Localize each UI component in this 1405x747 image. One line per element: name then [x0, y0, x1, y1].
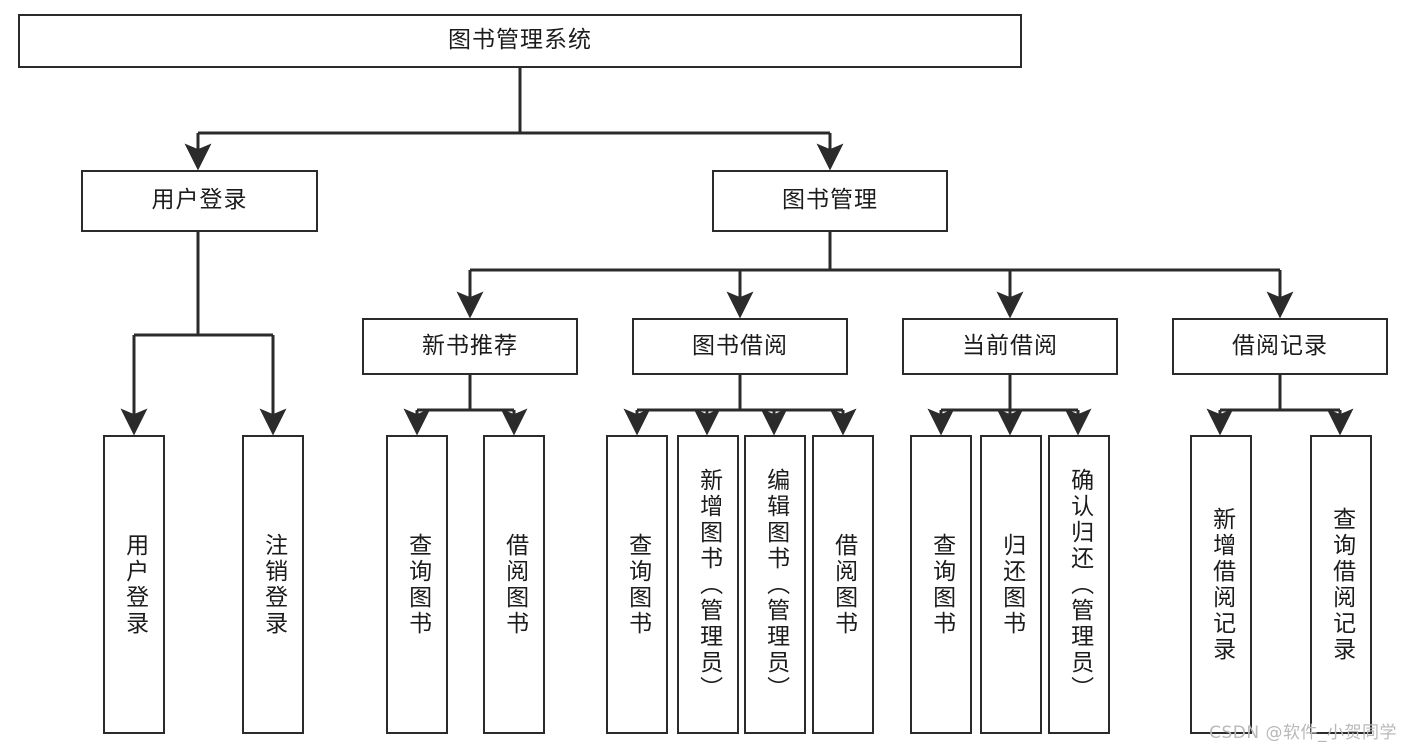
- node-leaf-borrow-book-2-label: 借阅图书: [830, 532, 857, 637]
- node-leaf-return-book-label: 归还图书: [998, 532, 1025, 637]
- node-leaf-query-borrow-record-label: 查询借阅记录: [1328, 506, 1355, 663]
- node-current-borrow-label: 当前借阅: [962, 332, 1058, 359]
- node-leaf-user-login-label: 用户登录: [121, 532, 148, 637]
- node-leaf-borrow-book-2[interactable]: 借阅图书: [812, 435, 874, 734]
- node-borrow-record-label: 借阅记录: [1232, 332, 1328, 359]
- node-leaf-add-borrow-record-label: 新增借阅记录: [1208, 506, 1235, 663]
- node-borrow-record[interactable]: 借阅记录: [1172, 318, 1388, 375]
- node-book-manage-label: 图书管理: [782, 187, 878, 214]
- node-leaf-user-login[interactable]: 用户登录: [103, 435, 165, 734]
- node-leaf-borrow-book-1-label: 借阅图书: [501, 532, 528, 637]
- node-root[interactable]: 图书管理系统: [18, 14, 1022, 68]
- node-leaf-user-logout[interactable]: 注销登录: [242, 435, 304, 734]
- node-leaf-query-borrow-record[interactable]: 查询借阅记录: [1310, 435, 1372, 734]
- node-leaf-query-book-1[interactable]: 查询图书: [386, 435, 448, 734]
- node-leaf-query-book-2[interactable]: 查询图书: [606, 435, 668, 734]
- node-new-book-recommend-label: 新书推荐: [422, 332, 518, 359]
- node-leaf-query-book-2-label: 查询图书: [624, 532, 651, 637]
- node-book-borrow[interactable]: 图书借阅: [632, 318, 848, 375]
- node-leaf-add-book-admin[interactable]: 新增图书（管理员）: [677, 435, 739, 734]
- node-leaf-confirm-return-admin-label: 确认归还（管理员）: [1066, 467, 1093, 702]
- node-leaf-query-book-1-label: 查询图书: [404, 532, 431, 637]
- node-leaf-confirm-return-admin[interactable]: 确认归还（管理员）: [1048, 435, 1110, 734]
- node-user-login[interactable]: 用户登录: [81, 170, 318, 232]
- node-book-borrow-label: 图书借阅: [692, 332, 788, 359]
- node-leaf-return-book[interactable]: 归还图书: [980, 435, 1042, 734]
- node-leaf-edit-book-admin[interactable]: 编辑图书（管理员）: [744, 435, 806, 734]
- node-user-login-label: 用户登录: [151, 187, 248, 214]
- node-new-book-recommend[interactable]: 新书推荐: [362, 318, 578, 375]
- node-leaf-add-borrow-record[interactable]: 新增借阅记录: [1190, 435, 1252, 734]
- node-leaf-borrow-book-1[interactable]: 借阅图书: [483, 435, 545, 734]
- node-leaf-edit-book-admin-label: 编辑图书（管理员）: [762, 467, 789, 702]
- node-leaf-query-book-3[interactable]: 查询图书: [910, 435, 972, 734]
- node-leaf-add-book-admin-label: 新增图书（管理员）: [695, 467, 722, 702]
- csdn-watermark: CSDN @软件_小贺同学: [1209, 723, 1397, 743]
- node-book-manage[interactable]: 图书管理: [712, 170, 948, 232]
- node-root-label: 图书管理系统: [448, 27, 592, 54]
- node-current-borrow[interactable]: 当前借阅: [902, 318, 1118, 375]
- node-leaf-user-logout-label: 注销登录: [260, 532, 287, 637]
- node-leaf-query-book-3-label: 查询图书: [928, 532, 955, 637]
